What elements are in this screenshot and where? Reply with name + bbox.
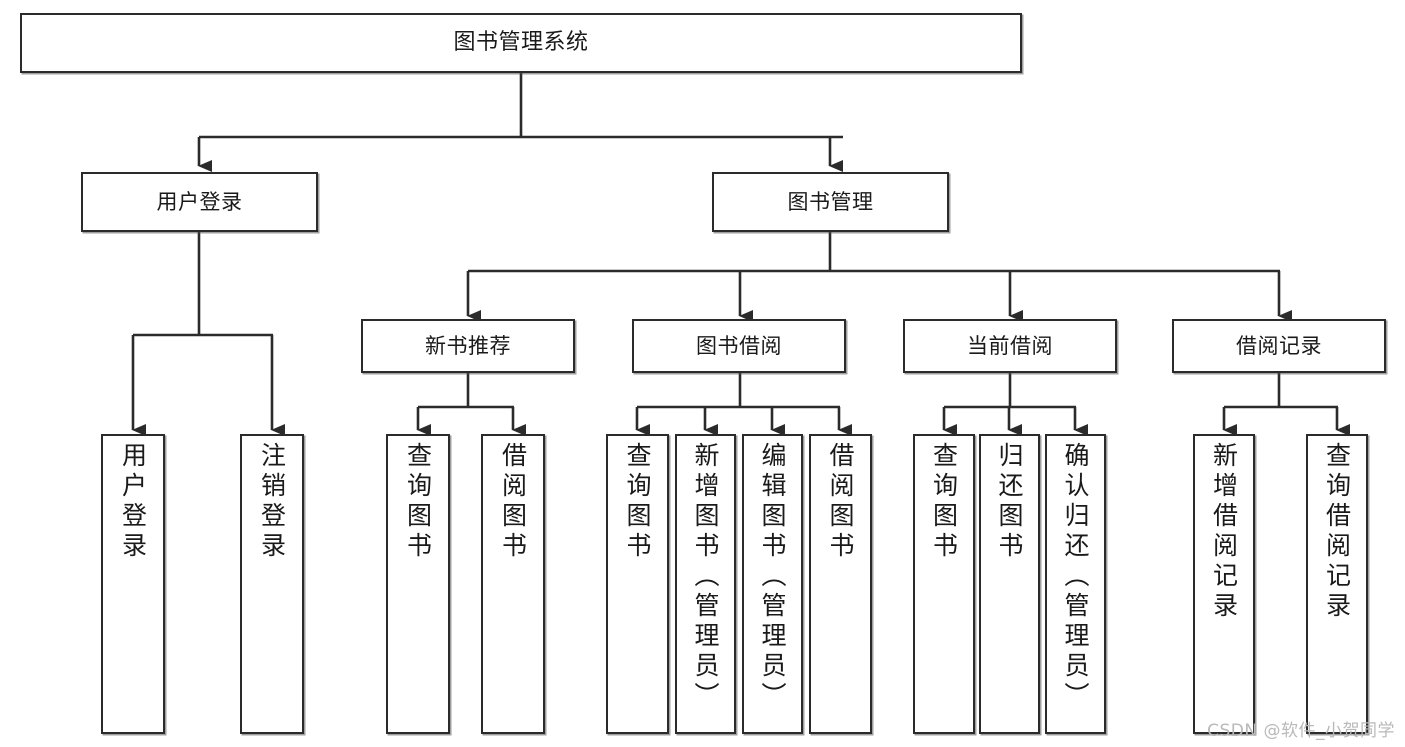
node-book-manage[interactable]: 图书管理	[712, 172, 949, 232]
node-leaf-borrow-book-2-label: 借阅图书	[826, 442, 855, 562]
node-leaf-query-book-1-label: 查询图书	[403, 442, 433, 562]
node-leaf-query-book-2[interactable]: 查询图书	[606, 434, 669, 734]
node-root[interactable]: 图书管理系统	[20, 13, 1022, 73]
node-leaf-add-record[interactable]: 新增借阅记录	[1193, 434, 1255, 734]
node-leaf-query-record-label: 查询借阅记录	[1322, 442, 1352, 622]
node-book-borrow[interactable]: 图书借阅	[632, 319, 846, 373]
node-leaf-borrow-book-1-label: 借阅图书	[498, 442, 528, 562]
node-leaf-query-book-2-label: 查询图书	[623, 442, 652, 562]
node-leaf-add-book[interactable]: 新增图书（管理员）	[675, 434, 736, 734]
node-new-book-rec[interactable]: 新书推荐	[361, 319, 575, 373]
node-leaf-borrow-book-2[interactable]: 借阅图书	[809, 434, 872, 734]
node-leaf-user-login-label: 用户登录	[118, 442, 148, 562]
node-leaf-borrow-book-1[interactable]: 借阅图书	[481, 434, 545, 734]
node-book-borrow-label: 图书借阅	[696, 333, 782, 358]
node-leaf-confirm-return-label: 确认归还（管理员）	[1061, 442, 1090, 712]
node-leaf-query-book-3-label: 查询图书	[929, 442, 959, 562]
node-leaf-user-login[interactable]: 用户登录	[101, 434, 165, 734]
node-new-book-rec-label: 新书推荐	[425, 333, 511, 358]
node-current-borrow[interactable]: 当前借阅	[903, 319, 1117, 373]
node-leaf-logout-label: 注销登录	[257, 442, 287, 562]
node-leaf-query-book-3[interactable]: 查询图书	[913, 434, 975, 734]
node-leaf-logout[interactable]: 注销登录	[240, 434, 304, 734]
node-user-login-label: 用户登录	[156, 189, 243, 214]
node-borrow-record[interactable]: 借阅记录	[1172, 319, 1386, 373]
watermark: CSDN @软件_小贺同学	[1207, 721, 1395, 741]
node-leaf-return-book-label: 归还图书	[995, 442, 1024, 562]
node-leaf-add-book-label: 新增图书（管理员）	[691, 442, 720, 712]
node-leaf-query-book-1[interactable]: 查询图书	[386, 434, 450, 734]
node-leaf-query-record[interactable]: 查询借阅记录	[1306, 434, 1368, 734]
node-leaf-edit-book-label: 编辑图书（管理员）	[758, 442, 787, 712]
node-leaf-edit-book[interactable]: 编辑图书（管理员）	[742, 434, 803, 734]
node-current-borrow-label: 当前借阅	[967, 333, 1053, 358]
node-book-manage-label: 图书管理	[787, 189, 874, 214]
node-borrow-record-label: 借阅记录	[1236, 333, 1322, 358]
node-leaf-confirm-return[interactable]: 确认归还（管理员）	[1045, 434, 1106, 734]
node-user-login[interactable]: 用户登录	[81, 172, 318, 232]
node-leaf-return-book[interactable]: 归还图书	[979, 434, 1040, 734]
node-leaf-add-record-label: 新增借阅记录	[1209, 442, 1239, 622]
node-root-label: 图书管理系统	[453, 30, 589, 56]
